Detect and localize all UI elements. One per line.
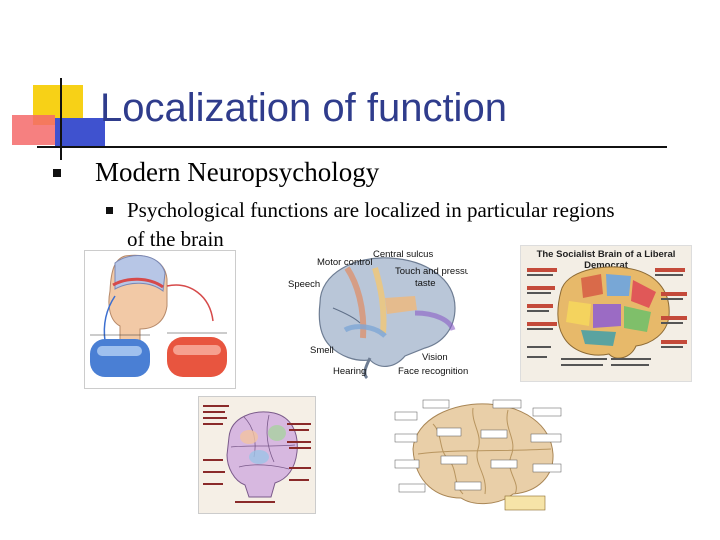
label-speech: Speech — [288, 279, 321, 290]
labeled-brain-image — [393, 394, 563, 514]
label-central-sulcus: Central sulcus — [373, 249, 434, 260]
decor-vertical-line — [60, 78, 62, 160]
label-face-recognition: Face recognition — [398, 366, 468, 377]
head-brain-image — [84, 250, 236, 389]
label-smell: Smell — [310, 345, 334, 356]
label-motor: Motor control — [317, 257, 373, 268]
decor-red-square — [12, 115, 55, 145]
decor-blue-square — [55, 118, 105, 148]
lateral-brain-image: Motor control Central sulcus Touch and p… — [285, 248, 468, 379]
bullet-square-icon — [106, 207, 113, 214]
slide-title: Localization of function — [100, 86, 507, 130]
label-vision: Vision — [422, 352, 448, 363]
label-hearing: Hearing — [333, 366, 367, 377]
bullet-text-level1: Modern Neuropsychology — [95, 157, 380, 187]
title-underline — [37, 146, 667, 148]
socialist-brain-poster: The Socialist Brain of a Liberal Democra… — [520, 245, 692, 382]
label-touch: Touch and pressure — [395, 266, 468, 277]
bullet-text-level2: Psychological functions are localized in… — [127, 198, 615, 251]
label-taste: taste — [415, 278, 436, 289]
poster-title: The Socialist Brain of a Liberal Democra… — [536, 249, 676, 271]
bullet-square-icon — [53, 169, 61, 177]
phrenology-map-image — [198, 396, 316, 514]
